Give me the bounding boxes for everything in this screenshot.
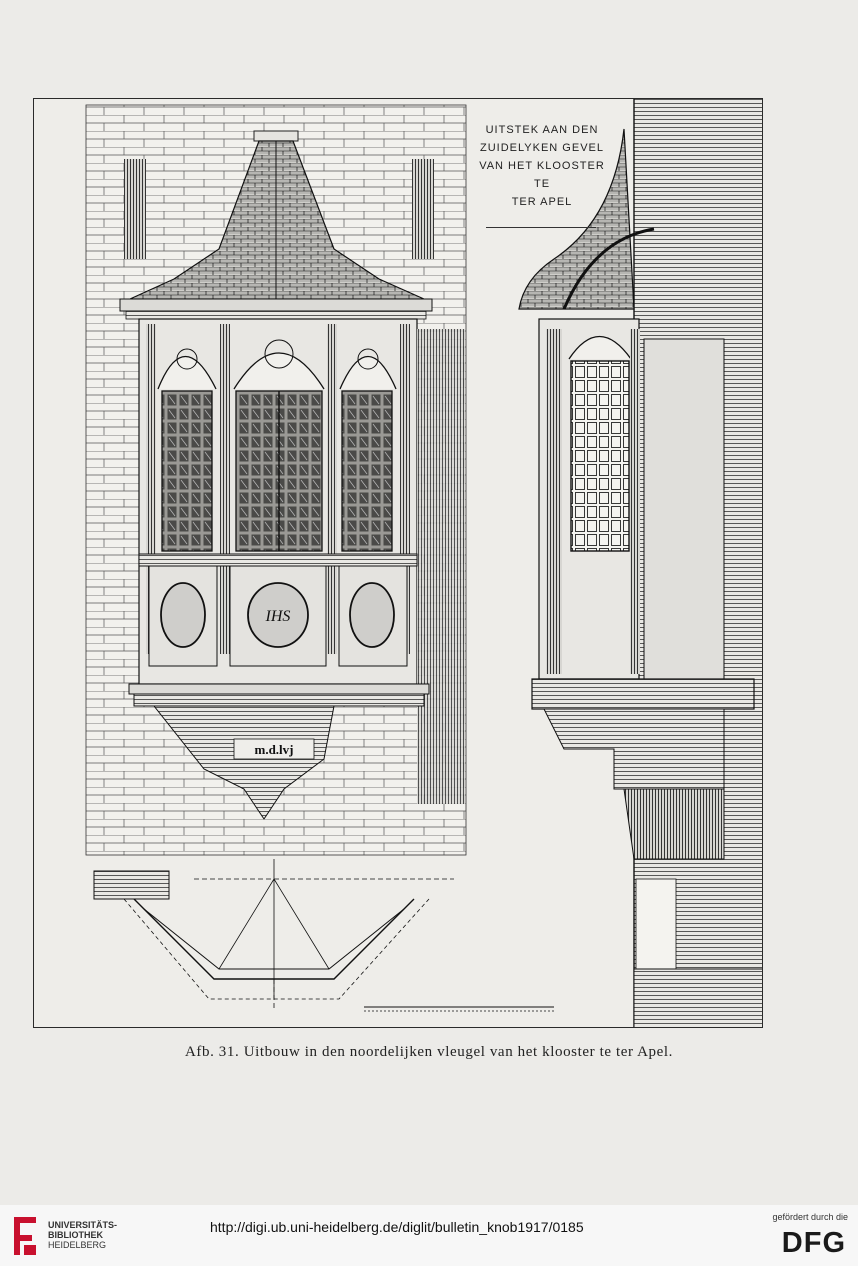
title-line-1: UITSTEK AAN DEN bbox=[485, 124, 599, 136]
side-elevation bbox=[518, 99, 762, 1027]
oriel-drawing: IHS m.d.lvj bbox=[85, 99, 762, 1027]
ihs-monogram: IHS bbox=[265, 608, 291, 625]
architectural-plate: IHS m.d.lvj bbox=[33, 98, 763, 1028]
oriel-body: IHS m.d.lvj bbox=[128, 318, 465, 820]
title-line-4: TE bbox=[533, 178, 551, 190]
scanned-page: IHS m.d.lvj bbox=[33, 98, 763, 1060]
figure-caption: Afb. 31. Uitbouw in den noordelijken vle… bbox=[184, 1044, 674, 1060]
footer-bar: UNIVERSITÄTS- BIBLIOTHEK HEIDELBERG http… bbox=[0, 1205, 858, 1266]
university-library-logo[interactable] bbox=[10, 1215, 40, 1257]
date-inscription: m.d.lvj bbox=[255, 742, 294, 757]
library-line-3: HEIDELBERG bbox=[48, 1240, 107, 1250]
dfg-logo[interactable]: DFG bbox=[781, 1227, 846, 1259]
permalink-url[interactable]: http://digi.ub.uni-heidelberg.de/diglit/… bbox=[210, 1219, 584, 1235]
library-line-2: BIBLIOTHEK bbox=[48, 1230, 103, 1240]
title-line-3: VAN HET KLOOSTER bbox=[479, 160, 605, 172]
library-line-1: UNIVERSITÄTS- bbox=[48, 1220, 118, 1230]
plate-title: UITSTEK AAN DEN ZUIDELYKEN GEVEL VAN HET… bbox=[472, 121, 612, 211]
plan-view bbox=[93, 859, 554, 1012]
title-line-2: ZUIDELYKEN GEVEL bbox=[480, 142, 604, 154]
library-name: UNIVERSITÄTS- BIBLIOTHEK HEIDELBERG bbox=[48, 1220, 117, 1250]
funding-note: gefördert durch die bbox=[772, 1212, 848, 1222]
title-underline bbox=[486, 227, 596, 228]
title-line-5: TER APEL bbox=[511, 196, 573, 208]
pyramid-roof bbox=[119, 130, 433, 320]
